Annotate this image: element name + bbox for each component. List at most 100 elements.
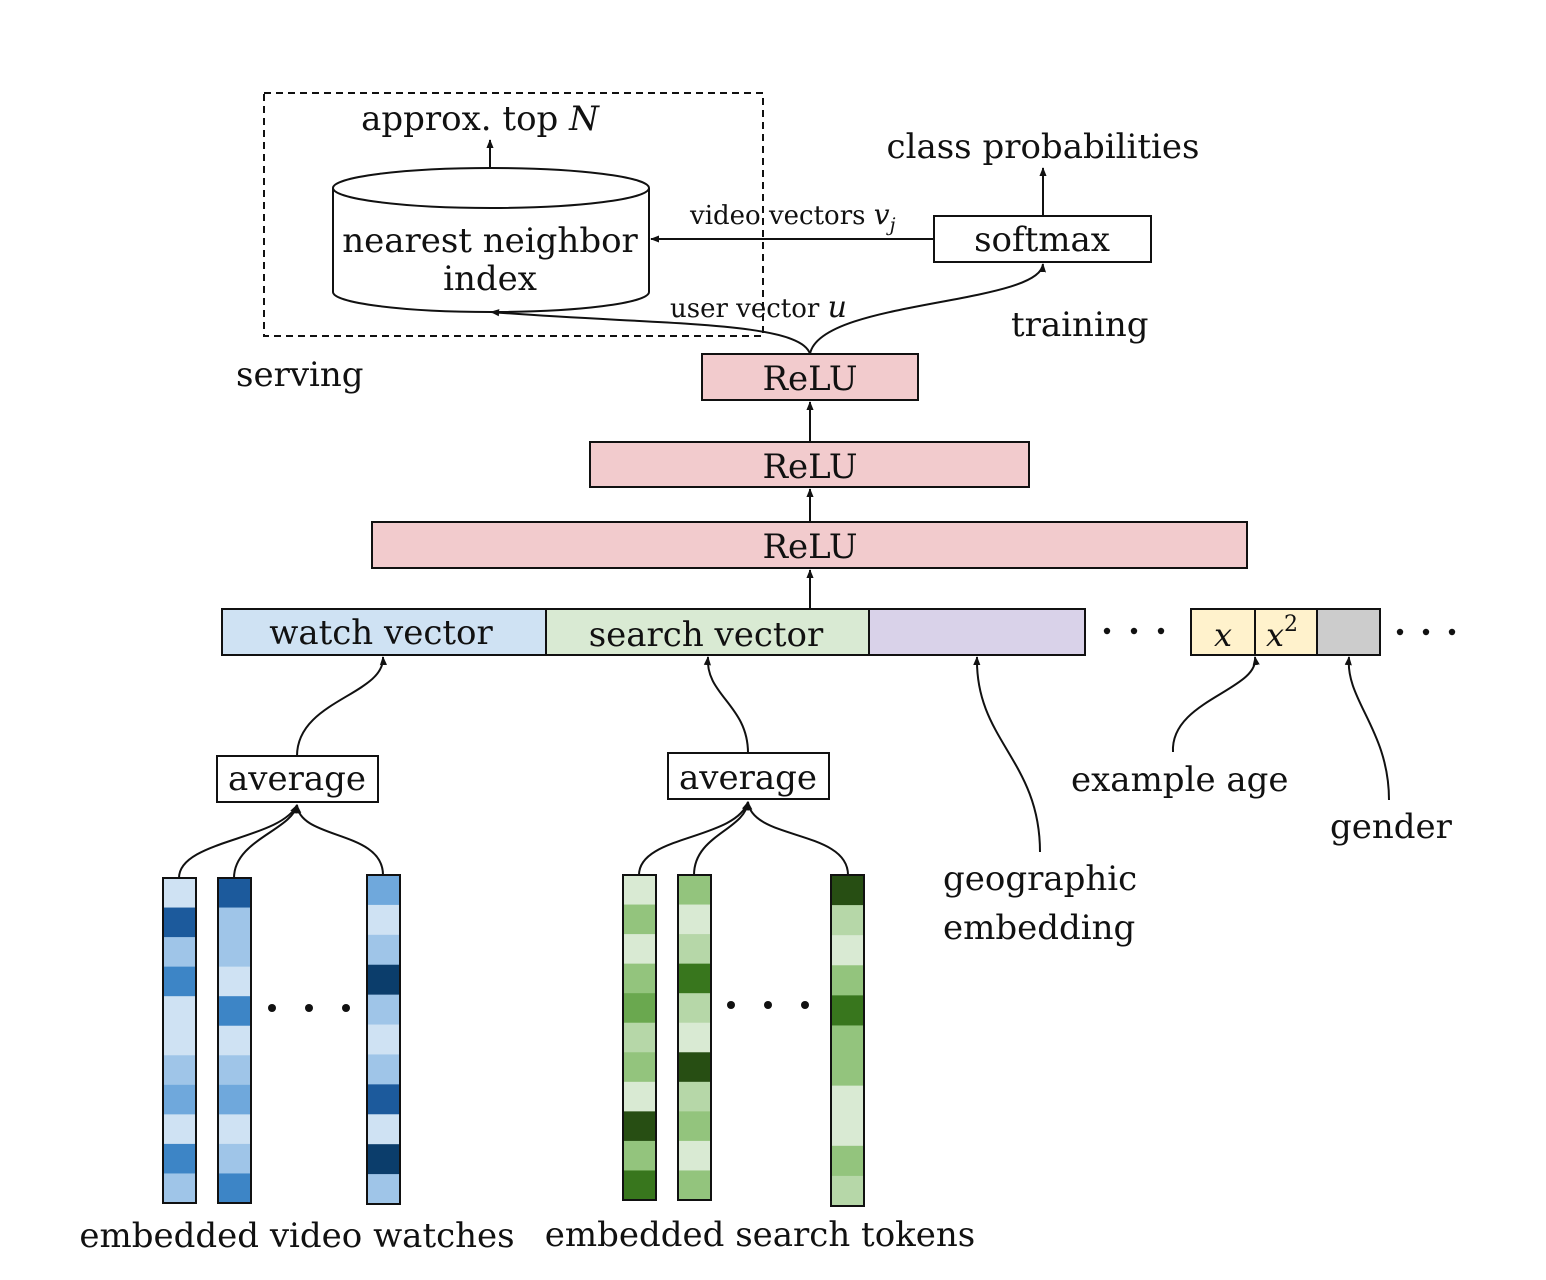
embedded-search-tokens-label: embedded search tokens [545, 1215, 976, 1255]
watch-embedding-cell [218, 1173, 251, 1204]
watch-embedding-cell [367, 875, 400, 906]
watch-embedding-cell [218, 1025, 251, 1056]
watch-embedding-cell [218, 907, 251, 938]
serving-region [263, 92, 764, 337]
search-embedding-cell [678, 1022, 711, 1053]
example-age-label: example age [1071, 760, 1289, 800]
watch-embedding-column-3 [366, 874, 401, 1205]
relu-layer-bottom [371, 521, 1248, 569]
training-label: training [1011, 305, 1149, 345]
watch-embedding-cell [367, 934, 400, 966]
search-embedding-cell [831, 1025, 864, 1057]
average-watch-label: average [228, 759, 366, 799]
search-embedding-column-3 [830, 874, 865, 1207]
watch-embedding-cell [218, 1055, 251, 1086]
search-embedding-cell [623, 993, 656, 1024]
watch-embedding-column-2 [217, 877, 252, 1204]
watch-embedding-cell [163, 996, 196, 1027]
embedded-search-token-columns [622, 874, 865, 1207]
video-vectors-label: video vectors vj [689, 198, 896, 236]
relu-layer-top [701, 353, 919, 401]
feature-x-label: x [1214, 616, 1232, 654]
edge-relu-to-index [490, 309, 811, 355]
approx-top-label: approx. top N [361, 99, 600, 139]
watch-embedding-cell [163, 907, 196, 938]
search-embedding-cell [831, 1055, 864, 1087]
edge-average-to-search-vector [703, 656, 749, 754]
gender-segment [1316, 608, 1381, 656]
search-embedding-cell [623, 1140, 656, 1171]
search-embedding-cell [831, 935, 864, 966]
ellipsis-dots-watch [268, 1004, 350, 1012]
edge-search-col3-to-average [745, 801, 849, 876]
geographic-label-line1: geographic [943, 859, 1137, 899]
search-embedding-cell [623, 875, 656, 906]
edge-relu-to-softmax [809, 263, 1046, 355]
edge-average-to-watch-vector [296, 656, 388, 757]
search-embedding-cell [678, 1081, 711, 1112]
watch-embedding-cell [163, 1173, 196, 1204]
embedded-video-watch-columns [162, 874, 401, 1205]
relu-layer-middle [589, 441, 1030, 488]
watch-embedding-cell [163, 1084, 196, 1115]
watch-embedding-cell [163, 966, 196, 997]
ellipsis-dots-right [1396, 628, 1456, 636]
search-embedding-cell [623, 904, 656, 935]
search-embedding-cell [623, 1081, 656, 1112]
search-embedding-cell [678, 993, 711, 1024]
watch-embedding-cell [218, 1084, 251, 1115]
search-embedding-cell [623, 1170, 656, 1201]
geographic-embedding-segment [868, 608, 1086, 656]
search-embedding-cell [678, 1140, 711, 1171]
edge-watch-col3-to-average [294, 804, 384, 876]
user-vector-label: user vector u [670, 290, 847, 325]
watch-embedding-cell [367, 1054, 400, 1085]
search-embedding-cell [831, 1175, 864, 1207]
watch-embedding-cell [367, 964, 400, 996]
watch-embedding-cell [367, 1024, 400, 1055]
geographic-label-line2: embedding [943, 908, 1135, 948]
gender-label: gender [1330, 807, 1453, 847]
watch-embedding-cell [367, 1144, 400, 1175]
nearest-neighbor-index: nearest neighbor index [332, 167, 650, 313]
search-embedding-cell [831, 965, 864, 996]
search-embedding-cell [831, 995, 864, 1026]
watch-embedding-cell [367, 1084, 400, 1115]
watch-vector-label: watch vector [269, 613, 493, 653]
edge-gender-to-segment [1344, 656, 1390, 801]
watch-embedding-cell [163, 1143, 196, 1174]
watch-embedding-cell [218, 966, 251, 997]
relu-mid-label: ReLU [762, 447, 857, 487]
search-embedding-cell [678, 1052, 711, 1083]
search-vector-label: search vector [589, 615, 824, 655]
nn-index-label-line2: index [443, 259, 537, 299]
search-embedding-cell [623, 1111, 656, 1142]
search-embedding-cell [623, 963, 656, 994]
average-search-label: average [679, 758, 817, 798]
softmax-label: softmax [974, 220, 1110, 260]
search-embedding-cell [831, 905, 864, 936]
edge-geographic-to-segment [973, 656, 1041, 853]
watch-embedding-cell [218, 996, 251, 1027]
average-search-box [667, 752, 830, 800]
search-embedding-cell [623, 1052, 656, 1083]
search-embedding-cell [678, 963, 711, 994]
watch-embedding-cell [163, 1114, 196, 1145]
watch-embedding-cell [218, 1143, 251, 1174]
watch-embedding-cell [367, 1174, 400, 1205]
watch-vector-segment [221, 608, 547, 656]
search-embedding-column-2 [677, 874, 712, 1201]
ellipsis-dots-search [727, 1001, 809, 1009]
edge-watch-col1-to-average [178, 804, 298, 879]
search-embedding-cell [678, 934, 711, 965]
serving-label: serving [236, 355, 364, 395]
search-embedding-cell [623, 934, 656, 965]
relu-bottom-label: ReLU [762, 527, 857, 567]
ellipsis-dots-middle [1103, 627, 1165, 635]
edge-search-col1-to-average [638, 801, 749, 876]
embedded-video-watches-label: embedded video watches [79, 1216, 514, 1256]
class-probabilities-label: class probabilities [887, 127, 1200, 167]
edge-watch-col2-to-average [233, 804, 299, 879]
search-embedding-cell [678, 1170, 711, 1201]
